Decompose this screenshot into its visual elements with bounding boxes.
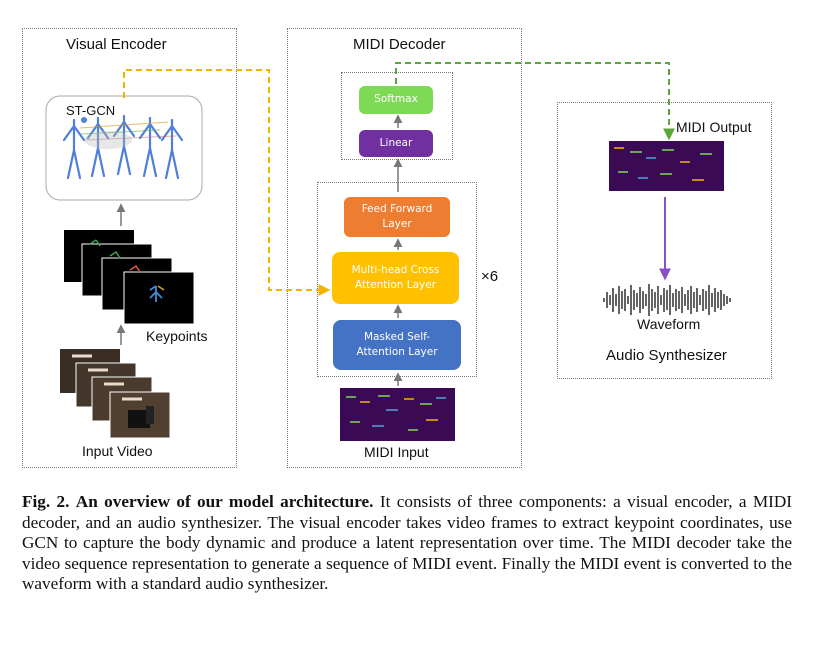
audio-synthesizer-title: Audio Synthesizer	[606, 347, 727, 364]
keypoint-frames-image	[64, 230, 195, 325]
cross-attention-label: Multi-head Cross Attention Layer	[351, 263, 440, 291]
visual-encoder-title: Visual Encoder	[66, 36, 167, 53]
midi-input-piano-roll	[340, 388, 455, 441]
visual-encoder-panel	[22, 28, 237, 468]
midi-decoder-panel	[287, 28, 522, 468]
stgcn-node	[81, 117, 87, 123]
architecture-diagram	[45, 62, 731, 441]
figure-label: Fig. 2.	[22, 492, 70, 511]
midi-input-label: MIDI Input	[364, 444, 429, 460]
midi-output-label: MIDI Output	[676, 119, 752, 135]
repeat-label: ×6	[481, 268, 499, 285]
caption-text: It consists of three components: a visua…	[22, 492, 793, 594]
audio-synthesizer-panel	[557, 102, 772, 379]
stgcn-label: ST-GCN	[66, 103, 116, 118]
waveform-image	[603, 284, 731, 316]
midi-decoder-title: MIDI Decoder	[353, 36, 446, 53]
softmax-block: Softmax	[359, 86, 433, 114]
caption-title: An overview of our model architecture.	[75, 492, 374, 511]
arrow-softmax-to-midi-output	[395, 62, 675, 141]
feed-forward-block: Feed Forward Layer	[344, 197, 450, 237]
feed-forward-label: Feed Forward Layer	[361, 202, 433, 230]
softmax-label: Softmax	[374, 93, 418, 106]
arrow-encoder-to-cross-attention	[123, 69, 331, 296]
midi-output-piano-roll	[609, 141, 724, 191]
self-attention-label: Masked Self- Attention Layer	[356, 330, 438, 358]
input-video-label: Input Video	[82, 443, 153, 459]
input-video-frames-image	[60, 349, 171, 439]
self-attention-block: Masked Self- Attention Layer	[333, 320, 461, 370]
waveform-label: Waveform	[637, 316, 701, 332]
cross-attention-block: Multi-head Cross Attention Layer	[332, 252, 459, 304]
linear-block: Linear	[359, 130, 433, 157]
keypoints-label: Keypoints	[146, 328, 208, 344]
skeleton-sequence-icon	[62, 114, 184, 180]
linear-label: Linear	[379, 136, 413, 149]
figure-caption: Fig. 2. An overview of our model archite…	[22, 492, 792, 595]
